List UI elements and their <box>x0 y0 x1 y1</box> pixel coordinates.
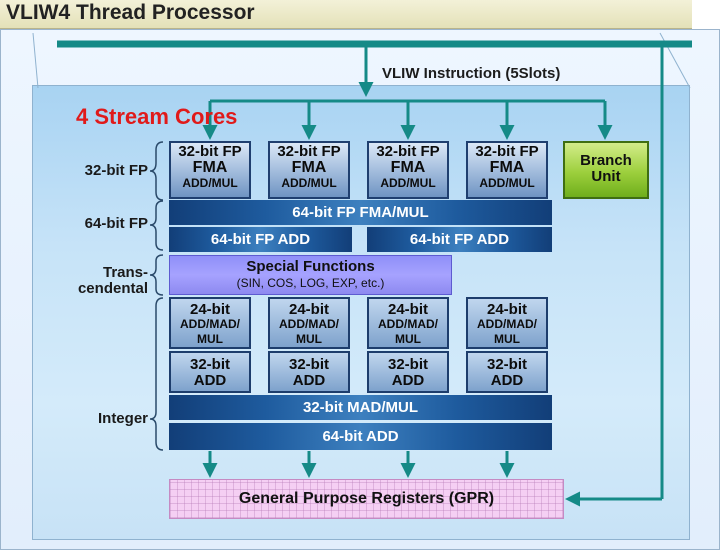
int32-mad-mul-bar: 32-bit MAD/MUL <box>169 395 552 420</box>
branch-unit-line-1: Branch <box>580 152 632 169</box>
brace-integer <box>149 297 164 451</box>
int24-core: 24-bit ADD/MAD/ MUL <box>367 297 449 349</box>
int-add-line-2: ADD <box>292 372 326 389</box>
fp64-add-bar: 64-bit FP ADD <box>367 227 552 252</box>
core-line-1: 32-bit FP <box>475 143 539 160</box>
title-bar <box>0 0 692 29</box>
label-integer: Integer <box>97 410 148 427</box>
brace-transcendental <box>149 254 164 296</box>
branch-unit-line-2: Unit <box>591 168 621 185</box>
int24-core: 24-bit ADD/MAD/ MUL <box>268 297 350 349</box>
int-add-line-1: 32-bit <box>288 356 329 373</box>
brace-fp32 <box>149 141 164 201</box>
special-functions-subtitle: (SIN, COS, LOG, EXP, etc.) <box>236 276 385 290</box>
int-add-line-2: ADD <box>490 372 524 389</box>
int64-add-bar: 64-bit ADD <box>169 423 552 450</box>
core-line-3: ADD/MUL <box>182 176 238 190</box>
label-32bit-fp: 32-bit FP <box>84 162 148 179</box>
label-64bit-fp: 64-bit FP <box>84 215 148 232</box>
core-line-2: FMA <box>291 159 327 176</box>
special-functions-box: Special Functions (SIN, COS, LOG, EXP, e… <box>169 255 452 295</box>
instruction-label: VLIW Instruction (5Slots) <box>382 65 561 82</box>
int24-core: 24-bit ADD/MAD/ MUL <box>466 297 548 349</box>
int-core-line-3: MUL <box>296 332 322 346</box>
label-transcendental-1: Trans- <box>102 264 148 281</box>
fp64-fma-mul-bar: 64-bit FP FMA/MUL <box>169 200 552 225</box>
int-core-line-2: ADD/MAD/ <box>477 317 537 331</box>
int-core-line-3: MUL <box>395 332 421 346</box>
branch-unit: Branch Unit <box>563 141 649 199</box>
int-add-line-1: 32-bit <box>189 356 230 373</box>
gpr-box: General Purpose Registers (GPR) <box>169 479 564 519</box>
core-line-1: 32-bit FP <box>178 143 242 160</box>
core-line-3: ADD/MUL <box>281 176 337 190</box>
fp32-core: 32-bit FP FMA ADD/MUL <box>268 141 350 199</box>
core-line-3: ADD/MUL <box>479 176 535 190</box>
int32-add-box: 32-bit ADD <box>268 351 350 393</box>
core-line-1: 32-bit FP <box>277 143 341 160</box>
int-add-line-1: 32-bit <box>486 356 527 373</box>
fp32-core: 32-bit FP FMA ADD/MUL <box>169 141 251 199</box>
int-core-line-3: MUL <box>197 332 223 346</box>
fp32-core: 32-bit FP FMA ADD/MUL <box>466 141 548 199</box>
special-functions-title: Special Functions <box>246 258 375 275</box>
int-core-line-2: ADD/MAD/ <box>180 317 240 331</box>
core-line-2: FMA <box>192 159 228 176</box>
core-line-3: ADD/MUL <box>380 176 436 190</box>
core-line-2: FMA <box>390 159 426 176</box>
int32-add-box: 32-bit ADD <box>466 351 548 393</box>
int-core-line-2: ADD/MAD/ <box>279 317 339 331</box>
int-core-line-3: MUL <box>494 332 520 346</box>
core-line-1: 32-bit FP <box>376 143 440 160</box>
stream-cores-title: 4 Stream Cores <box>76 104 238 129</box>
int-add-line-1: 32-bit <box>387 356 428 373</box>
core-line-2: FMA <box>489 159 525 176</box>
fp32-core: 32-bit FP FMA ADD/MUL <box>367 141 449 199</box>
int-add-line-2: ADD <box>391 372 425 389</box>
int-core-line-2: ADD/MAD/ <box>378 317 438 331</box>
label-transcendental-2: cendental <box>77 280 148 297</box>
int32-add-box: 32-bit ADD <box>367 351 449 393</box>
int-core-line-1: 24-bit <box>189 301 230 318</box>
perspective-line-left <box>32 32 39 89</box>
int-core-line-1: 24-bit <box>288 301 329 318</box>
int32-add-box: 32-bit ADD <box>169 351 251 393</box>
int-core-line-1: 24-bit <box>486 301 527 318</box>
brace-fp64 <box>149 200 164 251</box>
int24-core: 24-bit ADD/MAD/ MUL <box>169 297 251 349</box>
int-core-line-1: 24-bit <box>387 301 428 318</box>
int-add-line-2: ADD <box>193 372 227 389</box>
diagram-title: VLIW4 Thread Processor <box>6 1 255 24</box>
fp64-add-bar: 64-bit FP ADD <box>169 227 352 252</box>
